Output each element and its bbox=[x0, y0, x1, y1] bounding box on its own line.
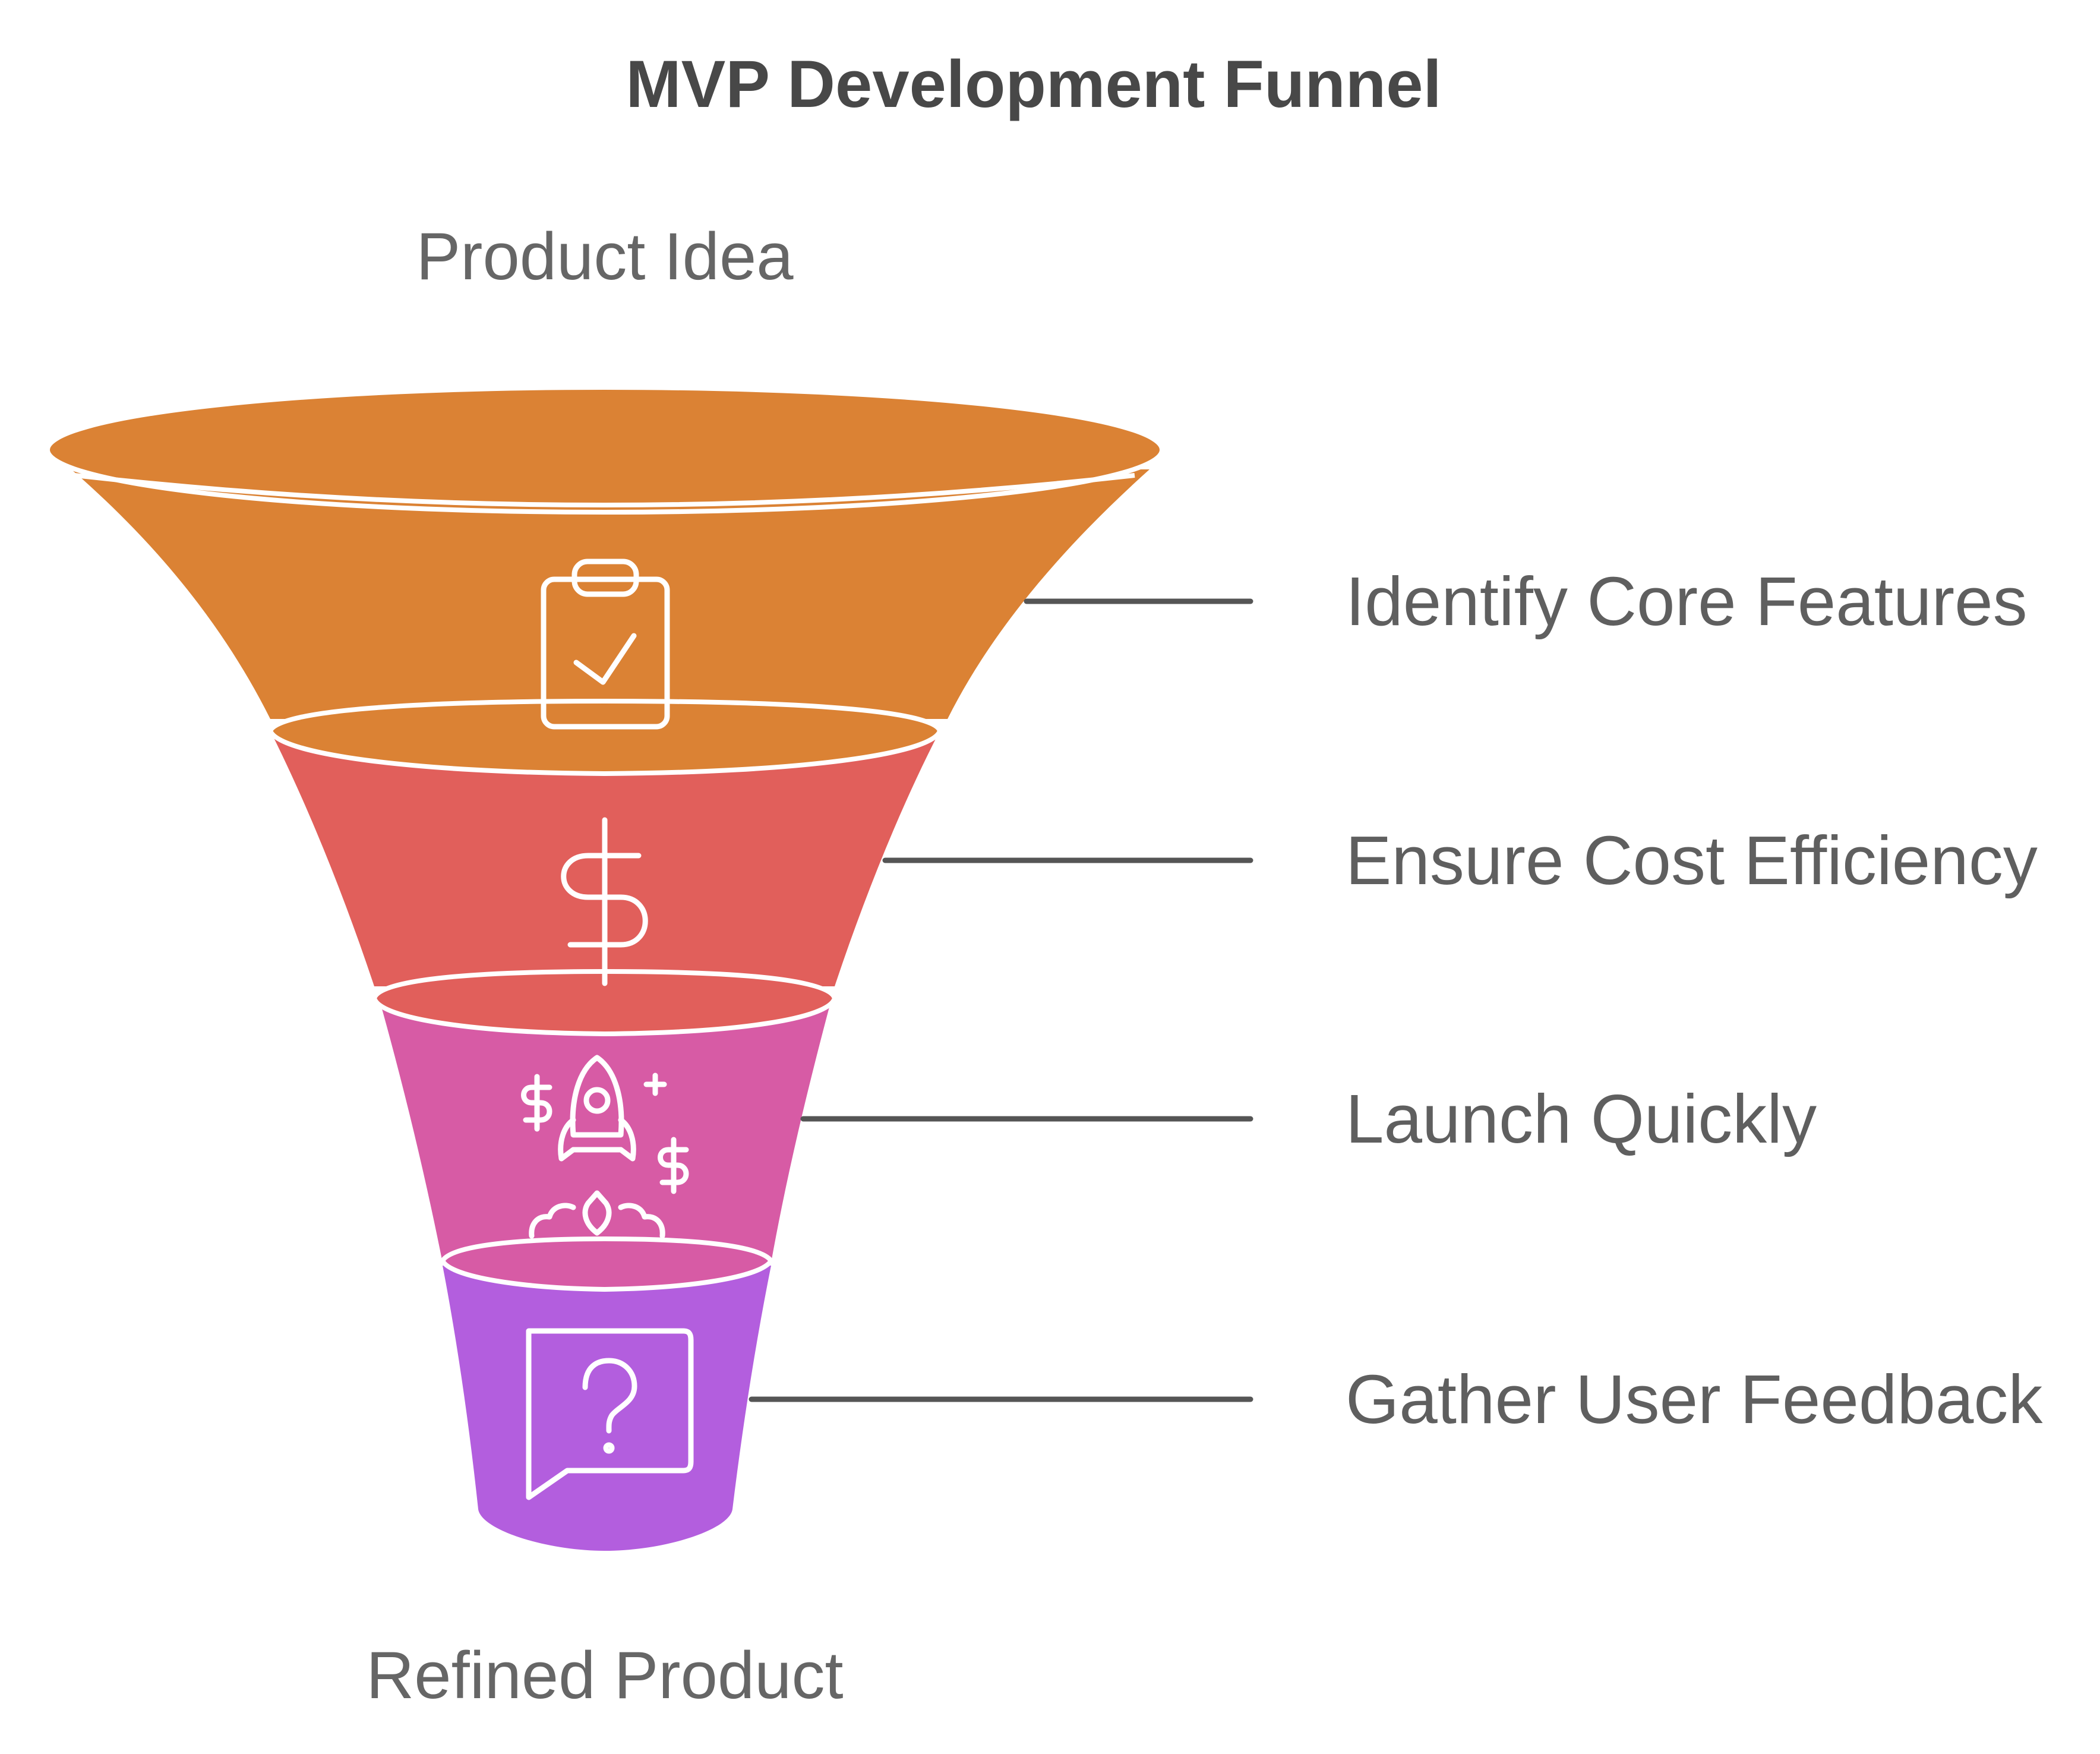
funnel-stage-4 bbox=[440, 1236, 774, 1551]
question-chat-icon bbox=[526, 1328, 694, 1500]
funnel-top-rim-edge bbox=[74, 473, 1135, 507]
funnel-band-4 bbox=[443, 1266, 771, 1551]
input-label: Product Idea bbox=[416, 219, 794, 294]
clipboard-check-icon bbox=[541, 559, 670, 730]
funnel-stage-3 bbox=[371, 969, 838, 1263]
stage-label-2: Ensure Cost Efficiency bbox=[1346, 822, 2038, 899]
dollar-sign-icon bbox=[561, 817, 648, 986]
funnel-top-rim bbox=[45, 385, 1164, 515]
funnel-separator-1 bbox=[267, 698, 943, 777]
rocket-launch-icon bbox=[521, 1055, 689, 1239]
diagram-title: MVP Development Funnel bbox=[626, 47, 1441, 121]
stage-label-4: Gather User Feedback bbox=[1346, 1361, 2043, 1438]
funnel-separator-3 bbox=[440, 1236, 774, 1292]
funnel-separator-2 bbox=[371, 969, 838, 1037]
funnel-stage-1 bbox=[45, 385, 1164, 719]
funnel-band-3 bbox=[379, 998, 832, 1263]
output-label: Refined Product bbox=[366, 1638, 843, 1712]
stage-label-1: Identify Core Features bbox=[1346, 563, 2028, 640]
stage-label-3: Launch Quickly bbox=[1346, 1080, 1817, 1157]
